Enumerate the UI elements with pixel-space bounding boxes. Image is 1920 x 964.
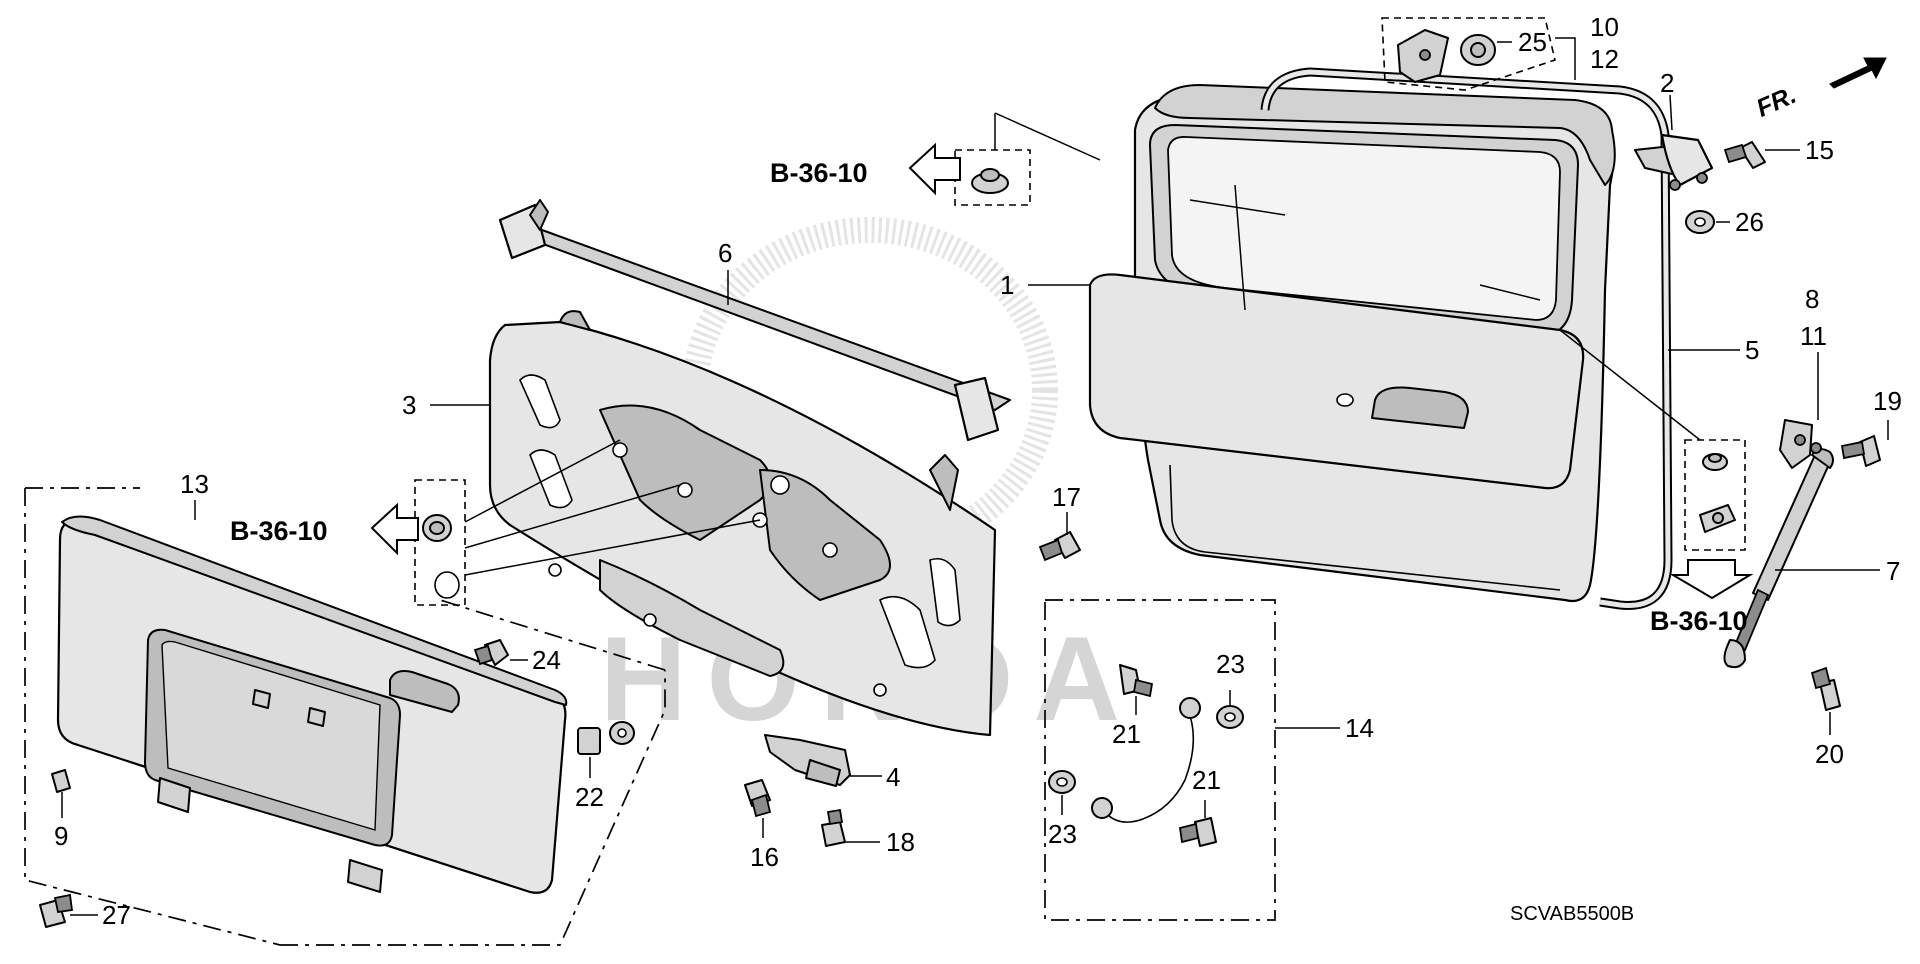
part-24-clip <box>473 639 509 666</box>
grommet-top <box>971 168 1009 194</box>
callout-23a: 23 <box>1216 649 1245 679</box>
section-ref-left-text: B-36-10 <box>230 516 328 546</box>
section-ref-left: B-36-10 <box>230 502 419 556</box>
callout-7: 7 <box>1886 556 1900 586</box>
callout-21b: 21 <box>1192 765 1221 795</box>
callout-11: 11 <box>1800 321 1827 351</box>
part-21-bolt-upper <box>1119 664 1154 698</box>
part-18-bolt <box>821 808 846 847</box>
part-23-washer-upper <box>1216 705 1244 729</box>
callout-8: 8 <box>1805 284 1819 314</box>
part-15-bolt <box>1723 141 1766 169</box>
part-16-bolt <box>744 779 772 818</box>
callout-13: 13 <box>180 469 209 499</box>
callout-3: 3 <box>402 390 416 420</box>
part-17-bolt <box>1038 531 1081 562</box>
part-23-washer-lower <box>1048 770 1076 794</box>
callout-22: 22 <box>575 782 604 812</box>
part-25-clip <box>1460 34 1496 66</box>
grommet-top-leader <box>994 112 1101 161</box>
grommet-left <box>422 514 460 599</box>
part-22-nut-b <box>609 721 635 745</box>
fasteners <box>39 141 1881 928</box>
group-10-12-outline <box>1381 17 1556 91</box>
callout-2: 2 <box>1660 68 1674 98</box>
callout-numbers: 1 2 3 4 5 6 7 8 9 10 11 12 13 14 15 16 1… <box>54 12 1902 930</box>
callout-21a: 21 <box>1112 719 1141 749</box>
arrow-down-icon-right <box>1669 559 1754 600</box>
grommet-box-top <box>954 149 1031 206</box>
grommet-box-left <box>414 479 466 606</box>
arrow-left-icon-left <box>370 502 419 556</box>
callout-12: 12 <box>1590 44 1619 74</box>
callout-14: 14 <box>1345 713 1374 743</box>
callout-16: 16 <box>750 842 779 872</box>
section-ref-right: B-36-10 <box>1650 559 1754 636</box>
callout-6: 6 <box>718 238 732 268</box>
part-4-striker <box>764 734 851 787</box>
part-2-hinge <box>1634 133 1714 191</box>
group-14-outline <box>1044 599 1276 921</box>
grommet-box-right <box>1684 439 1746 551</box>
part-1-tailgate <box>1088 84 1616 603</box>
diagram-code: SCVAB5500B <box>1510 903 1634 925</box>
part-7-gas-strut <box>1723 448 1834 669</box>
callout-1: 1 <box>1000 270 1014 300</box>
part-5-weatherstrip <box>1260 67 1673 610</box>
part-13-lower-garnish <box>56 515 568 894</box>
callout-24: 24 <box>532 645 561 675</box>
callout-10: 10 <box>1590 12 1619 42</box>
callout-19: 19 <box>1873 386 1902 416</box>
arrow-left-icon-top <box>908 142 961 196</box>
callout-20: 20 <box>1815 739 1844 769</box>
part-22-nut-a <box>577 727 601 755</box>
section-ref-top-text: B-36-10 <box>770 158 868 188</box>
callout-23b: 23 <box>1048 819 1077 849</box>
part-27-bolt <box>39 893 74 928</box>
section-ref-top: B-36-10 <box>770 142 961 196</box>
callout-27: 27 <box>102 900 131 930</box>
grommet-right <box>1699 453 1736 533</box>
callout-5: 5 <box>1745 335 1759 365</box>
part-9-clip <box>51 769 71 793</box>
part-3-inner-frame <box>488 310 997 737</box>
callout-15: 15 <box>1805 135 1834 165</box>
front-arrow-icon <box>1829 57 1887 89</box>
part-19-bolt <box>1840 435 1881 467</box>
leader-lines <box>61 37 1889 916</box>
callout-17: 17 <box>1052 482 1081 512</box>
part-6-upper-garnish <box>498 199 1011 442</box>
part-20-bolt <box>1810 666 1841 711</box>
part-8-11-strut-bracket <box>1779 419 1822 469</box>
callout-18: 18 <box>886 827 915 857</box>
front-label: FR. <box>1752 81 1800 123</box>
part-10-12-bracket <box>1397 29 1449 83</box>
front-direction-indicator: FR. <box>1752 57 1887 123</box>
callout-25: 25 <box>1518 27 1547 57</box>
callout-4: 4 <box>886 762 900 792</box>
callout-9: 9 <box>54 821 68 851</box>
section-ref-right-text: B-36-10 <box>1650 606 1748 636</box>
part-21-bolt-lower <box>1178 817 1217 847</box>
callout-26: 26 <box>1735 207 1764 237</box>
part-14-ground-harness <box>1091 697 1201 823</box>
part-26-nut <box>1685 210 1715 234</box>
